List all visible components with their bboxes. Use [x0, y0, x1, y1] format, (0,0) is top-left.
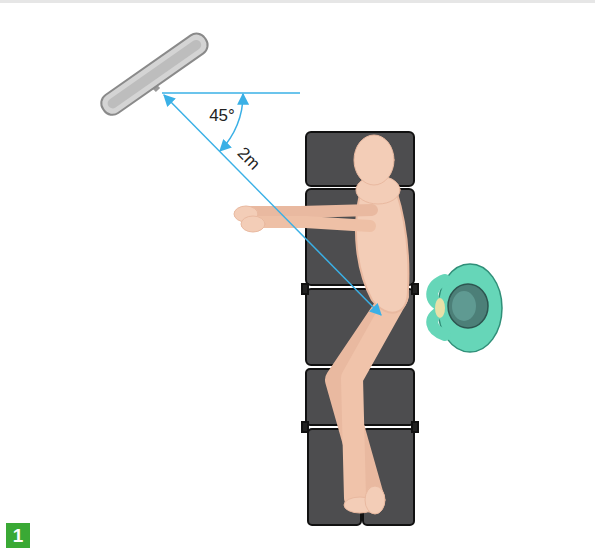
- top-frame: [0, 0, 595, 3]
- figure-number: 1: [13, 526, 24, 545]
- figure-number-badge: 1: [6, 523, 30, 548]
- dimension-lines: [162, 93, 381, 315]
- operating-table: [302, 132, 418, 525]
- angle-label: 45°: [209, 107, 235, 124]
- surgical-lamp: [97, 30, 211, 119]
- distance-label: 2m: [235, 144, 264, 173]
- surgeon-figure: [432, 264, 502, 352]
